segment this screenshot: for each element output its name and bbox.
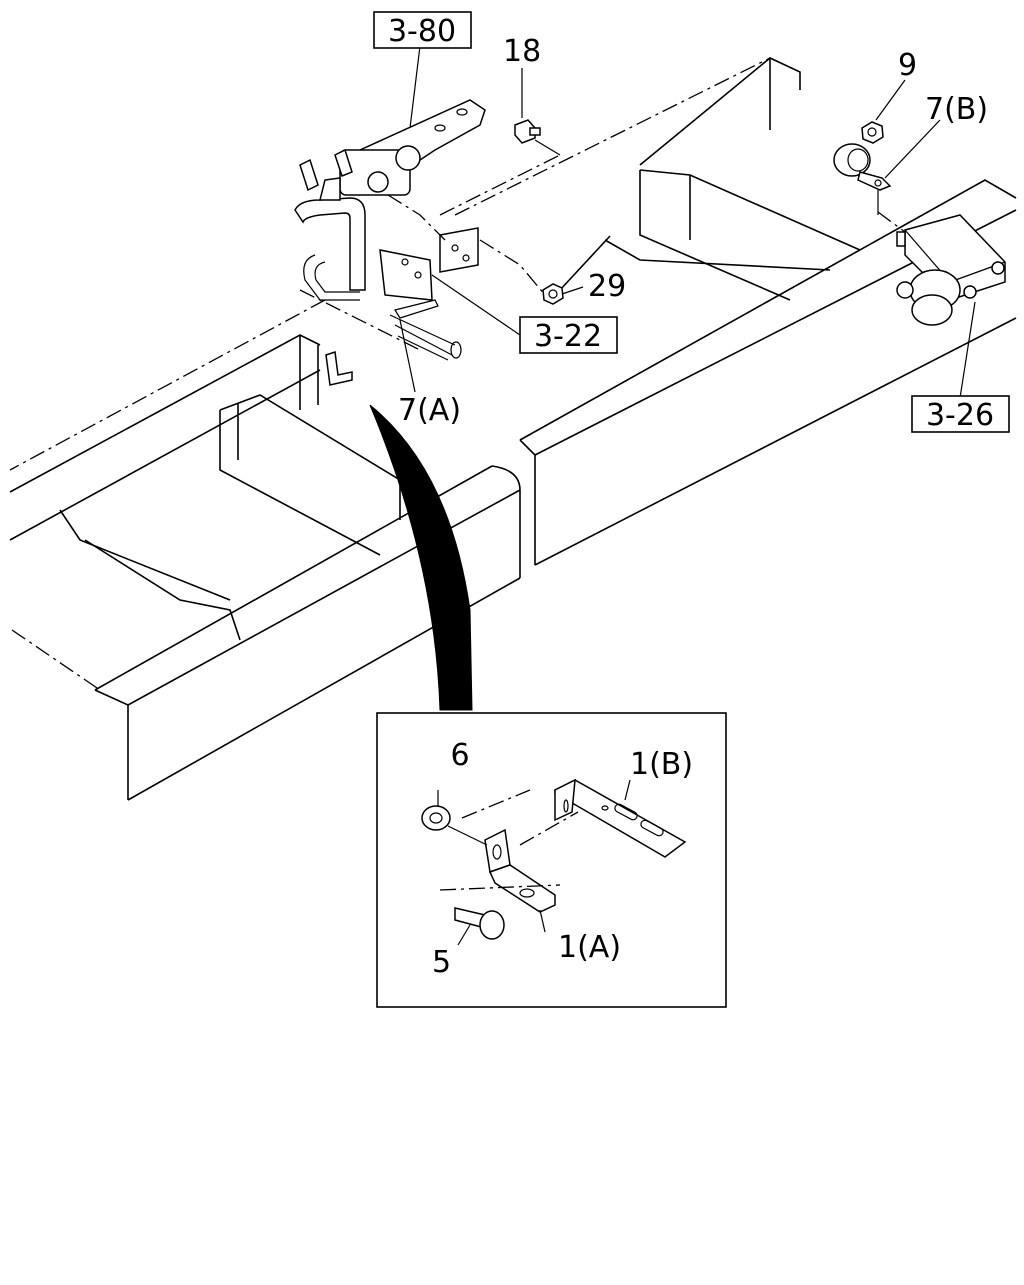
label-18: 18 bbox=[503, 34, 541, 69]
nut-29 bbox=[542, 283, 564, 305]
valve-assembly bbox=[294, 99, 561, 386]
frame-rail-near bbox=[11, 179, 1017, 801]
label-7a: 7(A) bbox=[398, 393, 461, 428]
cross-members bbox=[59, 169, 861, 641]
detail-bracket-1a bbox=[484, 828, 556, 913]
nut-9 bbox=[861, 121, 884, 144]
valve-assembly-right bbox=[877, 211, 1006, 326]
detail-bracket-1b bbox=[554, 778, 687, 858]
ref-box-3-26[interactable]: 3-26 bbox=[911, 395, 1010, 433]
label-5: 5 bbox=[432, 945, 451, 980]
ref-3-26: 3-26 bbox=[926, 398, 994, 433]
label-1a: 1(A) bbox=[558, 930, 621, 965]
label-9: 9 bbox=[898, 48, 917, 83]
ref-3-80: 3-80 bbox=[388, 14, 456, 49]
label-6: 6 bbox=[450, 738, 469, 773]
label-29: 29 bbox=[588, 269, 626, 304]
ref-box-3-22[interactable]: 3-22 bbox=[519, 316, 618, 354]
detail-nut-6 bbox=[421, 805, 451, 831]
clip-7b bbox=[833, 143, 892, 215]
detail-bolt-5 bbox=[454, 907, 505, 940]
leader-lines bbox=[399, 45, 976, 399]
ref-3-22: 3-22 bbox=[534, 319, 602, 354]
detail-box bbox=[376, 712, 727, 1008]
bolt-18 bbox=[514, 119, 541, 144]
label-1b: 1(B) bbox=[630, 747, 693, 782]
ref-box-3-80[interactable]: 3-80 bbox=[373, 11, 472, 49]
detail-lines bbox=[437, 779, 631, 946]
label-7b: 7(B) bbox=[925, 92, 988, 127]
callout-arrow bbox=[369, 404, 473, 711]
